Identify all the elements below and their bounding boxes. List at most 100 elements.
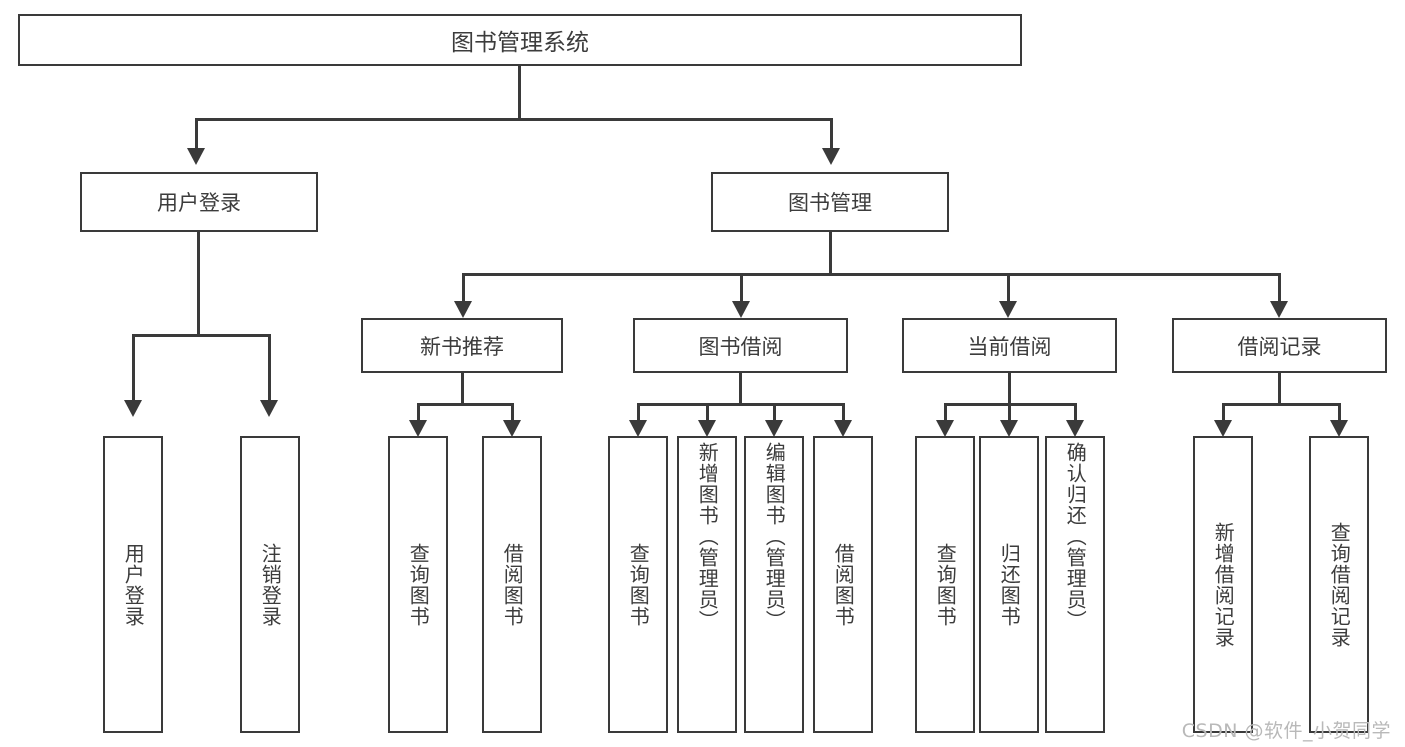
arrow-current-borrow-leaf2: [1000, 420, 1018, 437]
arrow-current-borrow-leaf1: [936, 420, 954, 437]
leaf-text-wrap: 注销登录: [242, 438, 298, 731]
node-label: 新增图书（管理员）: [695, 442, 720, 631]
connector-root-to-user-login: [195, 118, 198, 150]
connector-user-login-leaf1: [132, 334, 135, 402]
leaf-text-wrap: 借阅图书: [815, 438, 871, 731]
leaf-current-borrow-confirm[interactable]: 确认归还（管理员）: [1045, 436, 1105, 733]
node-new-book-recommend[interactable]: 新书推荐: [361, 318, 563, 373]
arrow-root-to-book-manage: [822, 148, 840, 165]
node-label: 归还图书: [997, 542, 1022, 627]
connector-book-manage-bus: [462, 273, 1281, 276]
node-borrow-record[interactable]: 借阅记录: [1172, 318, 1387, 373]
connector-to-borrow-record: [1278, 273, 1281, 303]
connector-to-book-borrow: [740, 273, 743, 303]
node-label: 图书管理: [788, 191, 872, 215]
arrow-book-borrow-leaf4: [834, 420, 852, 437]
leaf-text-wrap: 归还图书: [981, 438, 1037, 731]
node-label: 图书借阅: [698, 334, 783, 359]
arrow-to-new-book: [454, 301, 472, 318]
arrow-user-login-leaf2: [260, 400, 278, 417]
node-book-borrow[interactable]: 图书借阅: [633, 318, 848, 373]
node-label: 确认归还（管理员）: [1063, 442, 1088, 631]
connector-current-borrow-leaf2: [1008, 403, 1011, 423]
arrow-to-current-borrow: [999, 301, 1017, 318]
leaf-user-login-logout[interactable]: 注销登录: [240, 436, 300, 733]
connector-book-borrow-stem: [739, 373, 742, 405]
arrow-root-to-user-login: [187, 148, 205, 165]
arrow-new-book-leaf1: [409, 420, 427, 437]
node-root-system[interactable]: 图书管理系统: [18, 14, 1022, 66]
connector-new-book-stem: [461, 373, 464, 405]
leaf-text-wrap: 查询图书: [917, 438, 973, 731]
leaf-text-wrap: 新增图书（管理员）: [679, 438, 735, 735]
leaf-text-wrap: 查询图书: [610, 438, 666, 731]
connector-user-login-leaf2: [268, 334, 271, 402]
node-label: 查询图书: [933, 542, 958, 627]
node-label: 查询借阅记录: [1327, 521, 1352, 648]
arrow-current-borrow-leaf3: [1066, 420, 1084, 437]
leaf-new-book-query[interactable]: 查询图书: [388, 436, 448, 733]
connector-current-borrow-stem: [1008, 373, 1011, 405]
leaf-text-wrap: 编辑图书（管理员）: [746, 438, 802, 735]
node-label: 借阅图书: [500, 542, 525, 627]
leaf-current-borrow-query[interactable]: 查询图书: [915, 436, 975, 733]
leaf-book-borrow-add[interactable]: 新增图书（管理员）: [677, 436, 737, 733]
node-label: 查询图书: [406, 542, 431, 627]
connector-new-book-leaf1: [417, 403, 420, 423]
connector-borrow-record-leaf1: [1222, 403, 1225, 423]
arrow-book-borrow-leaf2: [698, 420, 716, 437]
node-label: 图书管理系统: [451, 30, 589, 56]
connector-borrow-record-stem: [1278, 373, 1281, 405]
arrow-borrow-record-leaf1: [1214, 420, 1232, 437]
connector-root-to-book-manage: [830, 118, 833, 150]
csdn-watermark: CSDN @软件_小贺同学: [1181, 720, 1391, 742]
node-label: 查询图书: [626, 542, 651, 627]
leaf-text-wrap: 借阅图书: [484, 438, 540, 731]
connector-book-borrow-bus: [637, 403, 845, 406]
connector-book-manage-stem: [829, 232, 832, 276]
leaf-borrow-record-query[interactable]: 查询借阅记录: [1309, 436, 1369, 733]
connector-book-borrow-leaf4: [842, 403, 845, 423]
leaf-text-wrap: 用户登录: [105, 438, 161, 731]
node-label: 用户登录: [157, 191, 241, 215]
node-label: 借阅图书: [831, 542, 856, 627]
leaf-book-borrow-lend[interactable]: 借阅图书: [813, 436, 873, 733]
arrow-to-borrow-record: [1270, 301, 1288, 318]
connector-book-borrow-leaf3: [773, 403, 776, 423]
connector-new-book-leaf2: [511, 403, 514, 423]
connector-to-current-borrow: [1007, 273, 1010, 303]
leaf-text-wrap: 查询图书: [390, 438, 446, 731]
node-book-management[interactable]: 图书管理: [711, 172, 949, 232]
connector-user-login-stem: [197, 232, 200, 336]
leaf-text-wrap: 确认归还（管理员）: [1047, 438, 1103, 735]
node-label: 用户登录: [121, 542, 146, 627]
connector-current-borrow-leaf1: [944, 403, 947, 423]
leaf-book-borrow-edit[interactable]: 编辑图书（管理员）: [744, 436, 804, 733]
node-label: 编辑图书（管理员）: [762, 442, 787, 631]
leaf-text-wrap: 新增借阅记录: [1195, 438, 1251, 731]
arrow-book-borrow-leaf1: [629, 420, 647, 437]
connector-root-stem: [518, 66, 521, 118]
leaf-text-wrap: 查询借阅记录: [1311, 438, 1367, 731]
node-current-borrow[interactable]: 当前借阅: [902, 318, 1117, 373]
node-label: 借阅记录: [1237, 334, 1322, 359]
arrow-borrow-record-leaf2: [1330, 420, 1348, 437]
leaf-borrow-record-add[interactable]: 新增借阅记录: [1193, 436, 1253, 733]
connector-root-bus: [195, 118, 833, 121]
leaf-user-login-login[interactable]: 用户登录: [103, 436, 163, 733]
node-label: 新书推荐: [420, 334, 504, 359]
leaf-current-borrow-return[interactable]: 归还图书: [979, 436, 1039, 733]
node-user-login[interactable]: 用户登录: [80, 172, 318, 232]
connector-book-borrow-leaf1: [637, 403, 640, 423]
node-label: 当前借阅: [967, 334, 1052, 359]
arrow-book-borrow-leaf3: [765, 420, 783, 437]
arrow-new-book-leaf2: [503, 420, 521, 437]
leaf-book-borrow-query[interactable]: 查询图书: [608, 436, 668, 733]
connector-borrow-record-bus: [1222, 403, 1341, 406]
node-label: 注销登录: [258, 542, 283, 627]
connector-user-login-bus: [132, 334, 270, 337]
leaf-new-book-borrow[interactable]: 借阅图书: [482, 436, 542, 733]
arrow-to-book-borrow: [732, 301, 750, 318]
connector-to-new-book: [462, 273, 465, 303]
